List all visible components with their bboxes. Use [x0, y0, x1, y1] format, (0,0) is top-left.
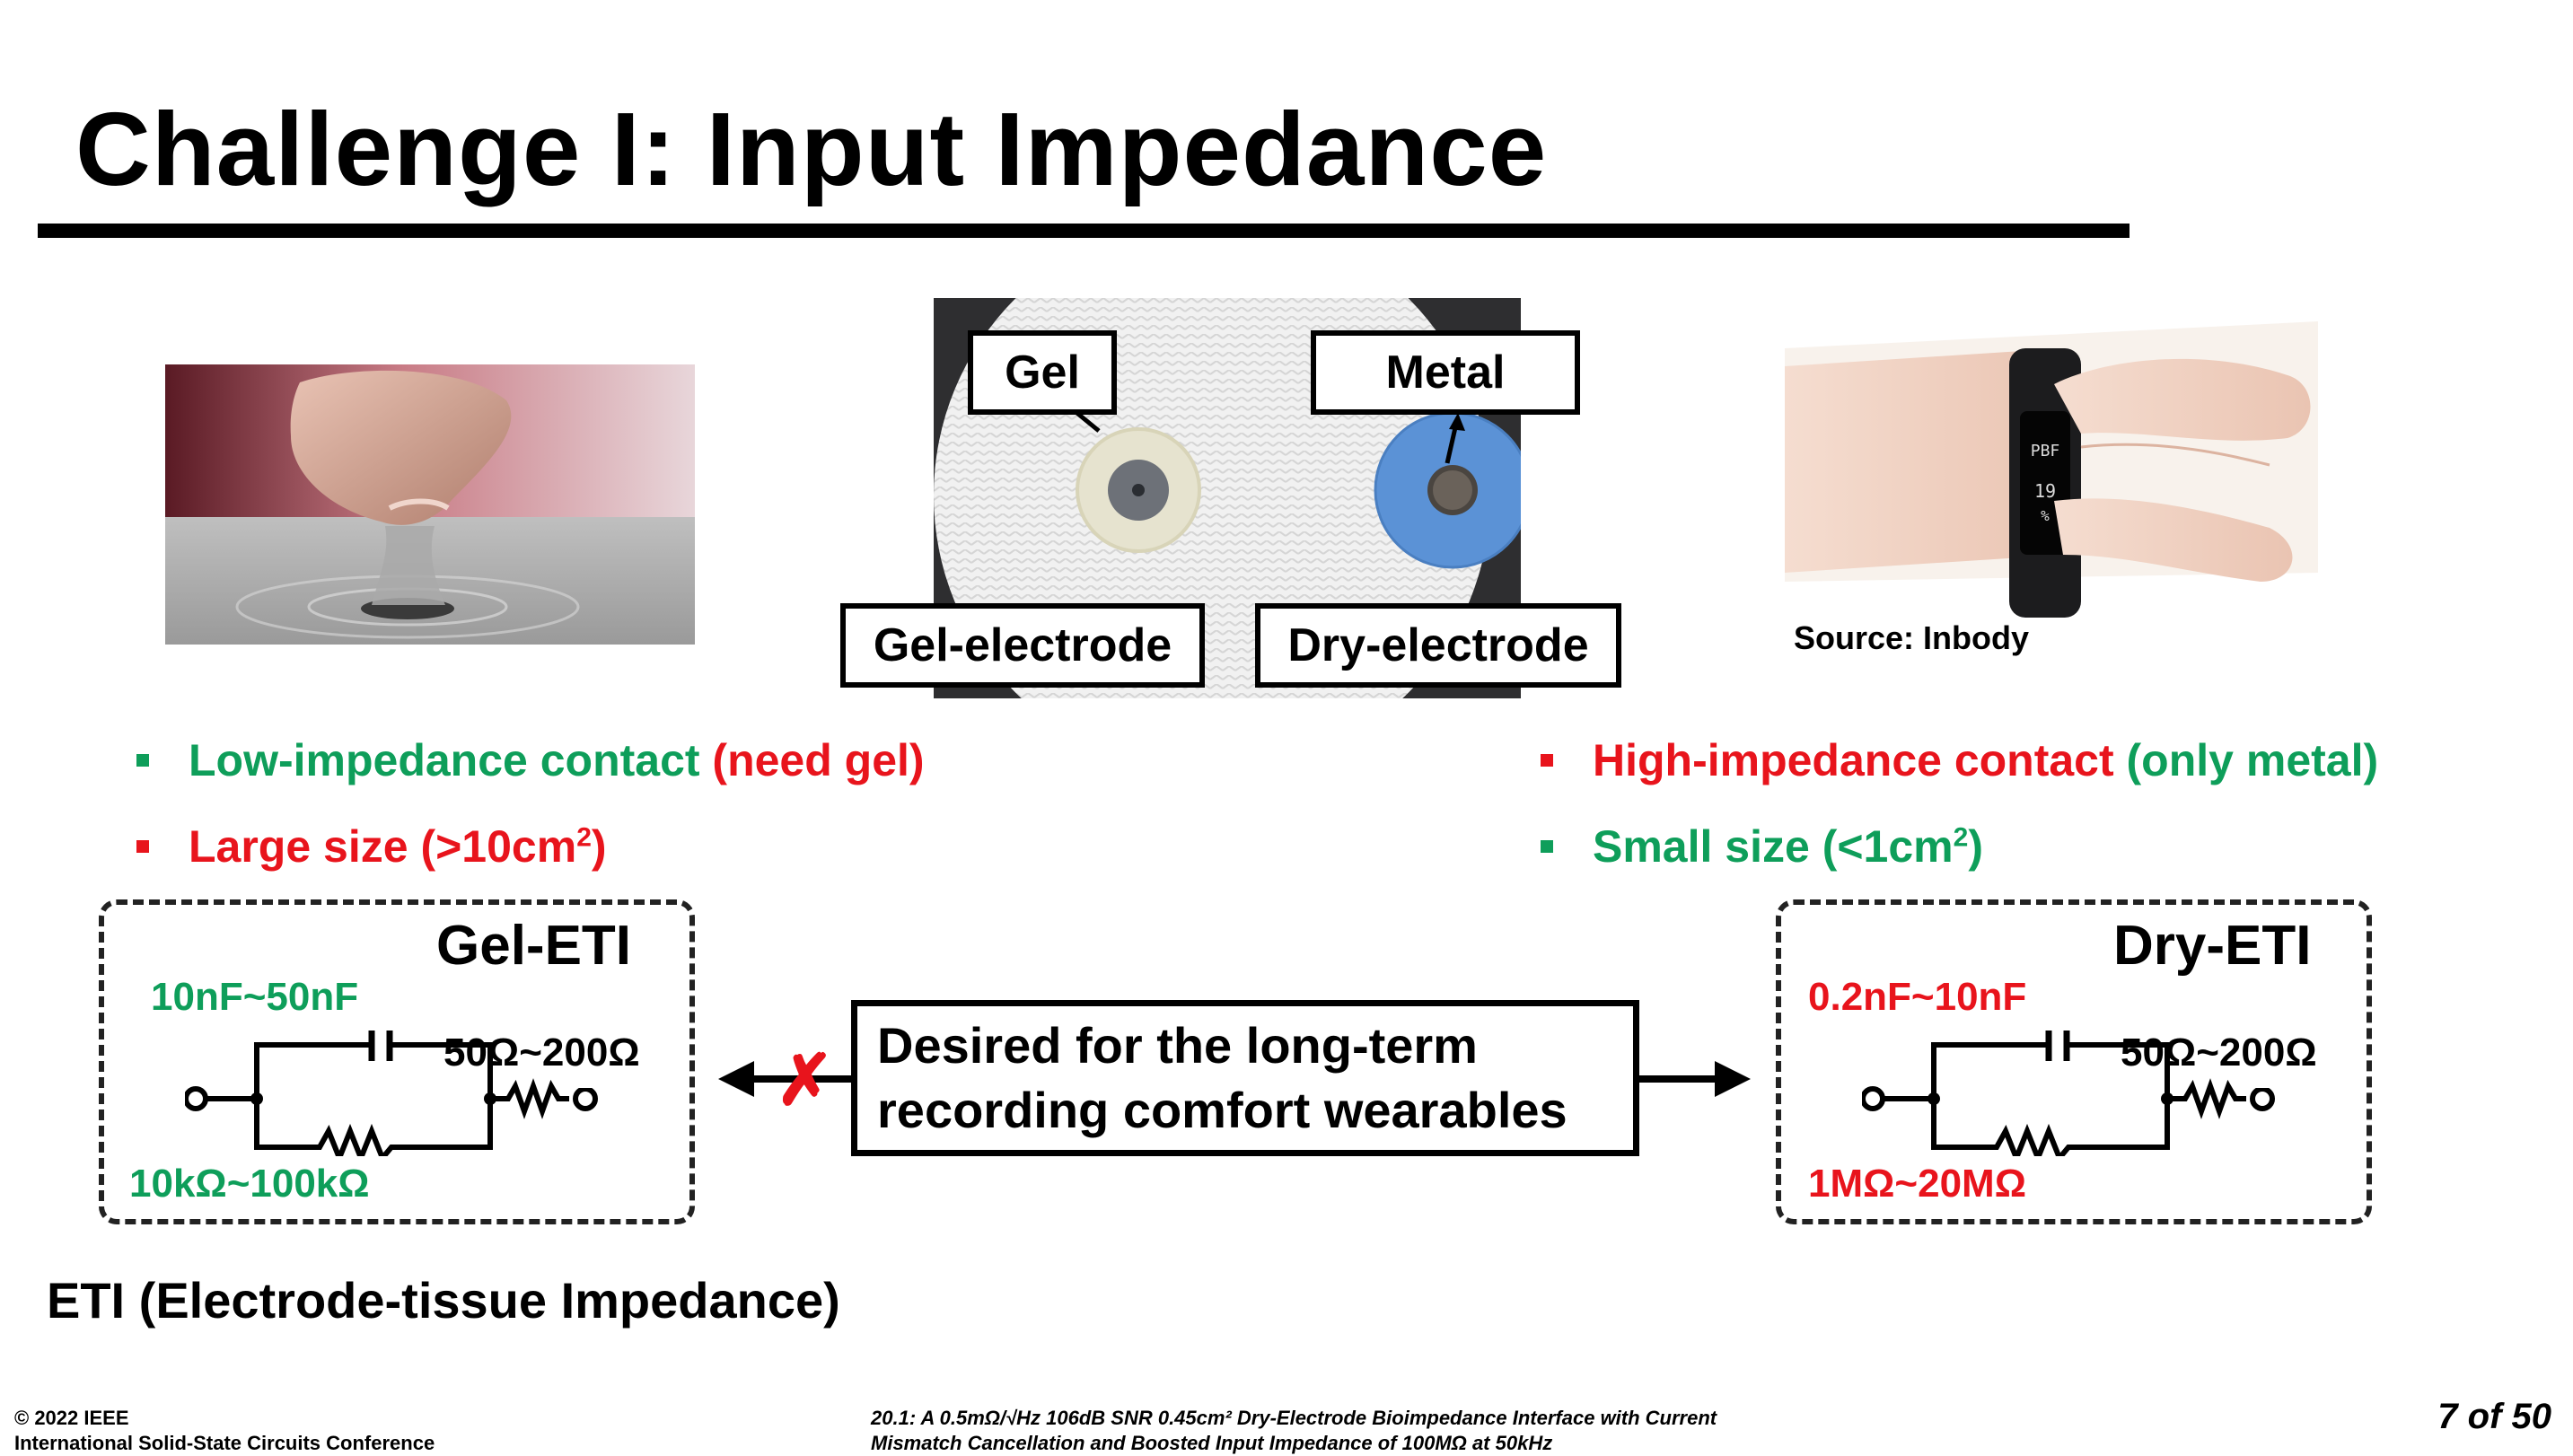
bullet-low-impedance: Low-impedance contact (need gel) — [136, 734, 925, 786]
svg-text:PBF: PBF — [2031, 442, 2060, 460]
footer-copyright: © 2022 IEEE — [14, 1407, 129, 1429]
dry-eti-parallel-r: 1MΩ~20MΩ — [1808, 1162, 2026, 1206]
gel-label: Gel — [968, 330, 1117, 415]
bullet-green-text: (only metal) — [2113, 735, 2379, 785]
bullet-marker — [136, 753, 149, 767]
gel-eti-series-r: 50Ω~200Ω — [443, 1031, 640, 1074]
bullet-text-end: ) — [591, 821, 607, 872]
page-number: 7 of 50 — [2437, 1397, 2551, 1436]
page-title: Challenge I: Input Impedance — [75, 91, 1548, 207]
footer-paper-title: 20.1: A 0.5mΩ/√Hz 106dB SNR 0.45cm² Dry-… — [871, 1406, 1717, 1456]
gel-eti-title: Gel-ETI — [436, 915, 632, 977]
eti-caption: ETI (Electrode-tissue Impedance) — [47, 1272, 840, 1329]
metal-label: Metal — [1311, 330, 1580, 415]
gel-eti-capacitance: 10nF~50nF — [151, 975, 359, 1019]
bullet-large-size: Large size (>10cm2) — [136, 820, 607, 873]
gel-electrode-label: Gel-electrode — [840, 603, 1205, 688]
source-text: Source: Inbody — [1794, 619, 2030, 656]
bullet-high-impedance: High-impedance contact (only metal) — [1541, 734, 2378, 786]
desired-statement-box: Desired for the long-term recording comf… — [851, 1000, 1639, 1156]
bullet-text-end: ) — [1968, 821, 1983, 872]
footer-left: © 2022 IEEE International Solid-State Ci… — [14, 1406, 435, 1456]
bullet-marker — [1541, 839, 1553, 853]
footer-conference: International Solid-State Circuits Confe… — [14, 1432, 435, 1454]
gel-eti-circuit — [185, 1031, 569, 1156]
wearable-photo: PBF 19 % — [1785, 285, 2318, 668]
bullet-text: Large size (>10cm — [189, 821, 577, 872]
svg-text:%: % — [2041, 507, 2050, 524]
dry-eti-capacitance: 0.2nF~10nF — [1808, 975, 2027, 1019]
superscript: 2 — [1953, 822, 1969, 853]
bullet-text: Small size (<1cm — [1593, 821, 1954, 872]
bullet-marker — [136, 839, 149, 853]
gel-eti-box: Gel-ETI 10nF~50nF 50Ω~200Ω 10kΩ~100kΩ — [99, 899, 695, 1224]
dry-electrode-label: Dry-electrode — [1255, 603, 1621, 688]
superscript: 2 — [576, 822, 592, 853]
wearable-photo-drawing: PBF 19 % — [1785, 285, 2318, 668]
gel-photo-drawing — [165, 364, 695, 645]
left-arrow — [718, 1061, 853, 1097]
bullet-red-text: (need gel) — [699, 735, 925, 785]
gel-photo — [165, 364, 695, 645]
title-underline — [38, 224, 2130, 238]
bullet-green-text: Low-impedance contact — [189, 735, 700, 785]
gel-eti-parallel-r: 10kΩ~100kΩ — [129, 1162, 370, 1206]
bullet-small-size: Small size (<1cm2) — [1541, 820, 1983, 873]
dry-eti-circuit — [1862, 1031, 2246, 1156]
desired-line-2: recording comfort wearables — [877, 1082, 1568, 1138]
bullet-red-text: High-impedance contact — [1593, 735, 2114, 785]
dry-eti-title: Dry-ETI — [2113, 915, 2312, 977]
gel-eti-terminal — [573, 1088, 598, 1111]
dry-eti-terminal — [2250, 1088, 2275, 1111]
right-arrow — [1639, 1061, 1751, 1097]
footer-paper-line-1: 20.1: A 0.5mΩ/√Hz 106dB SNR 0.45cm² Dry-… — [871, 1407, 1717, 1429]
dry-eti-series-r: 50Ω~200Ω — [2121, 1031, 2317, 1074]
cross-mark-icon: ✗ — [776, 1040, 835, 1119]
footer-paper-line-2: Mismatch Cancellation and Boosted Input … — [871, 1432, 1553, 1454]
desired-line-1: Desired for the long-term — [877, 1017, 1478, 1074]
bullet-marker — [1541, 753, 1553, 767]
svg-text:19: 19 — [2034, 480, 2056, 502]
dry-eti-box: Dry-ETI 0.2nF~10nF 50Ω~200Ω 1MΩ~20MΩ — [1776, 899, 2372, 1224]
